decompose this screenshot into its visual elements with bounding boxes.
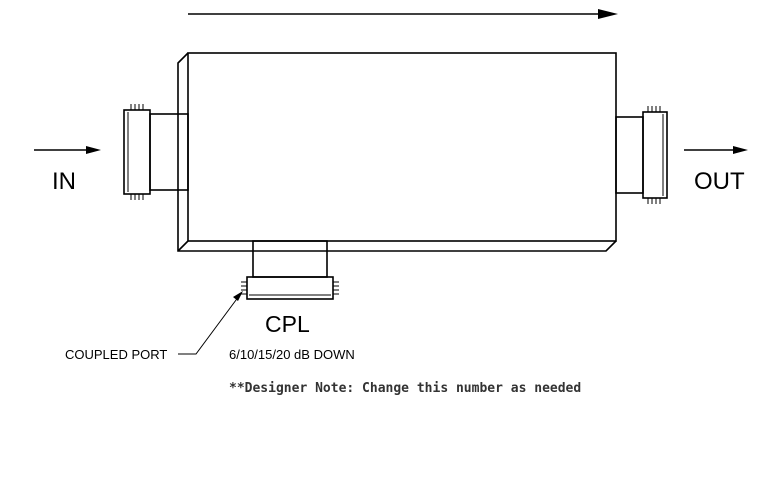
cpl-label: CPL bbox=[265, 311, 310, 337]
output-connector bbox=[615, 106, 668, 204]
coupling-values-label: 6/10/15/20 dB DOWN bbox=[229, 347, 355, 362]
in-label: IN bbox=[52, 168, 76, 195]
direction-arrow bbox=[188, 9, 618, 19]
coupled-port-leader bbox=[178, 291, 243, 355]
coupled-port-label: COUPLED PORT bbox=[65, 347, 167, 362]
designer-note: **Designer Note: Change this number as n… bbox=[229, 381, 581, 396]
out-label: OUT bbox=[694, 168, 745, 195]
input-connector bbox=[123, 104, 189, 200]
out-arrow bbox=[684, 146, 748, 154]
coupled-port-connector bbox=[241, 240, 339, 300]
in-arrow bbox=[34, 146, 101, 154]
coupler-body bbox=[177, 52, 617, 252]
